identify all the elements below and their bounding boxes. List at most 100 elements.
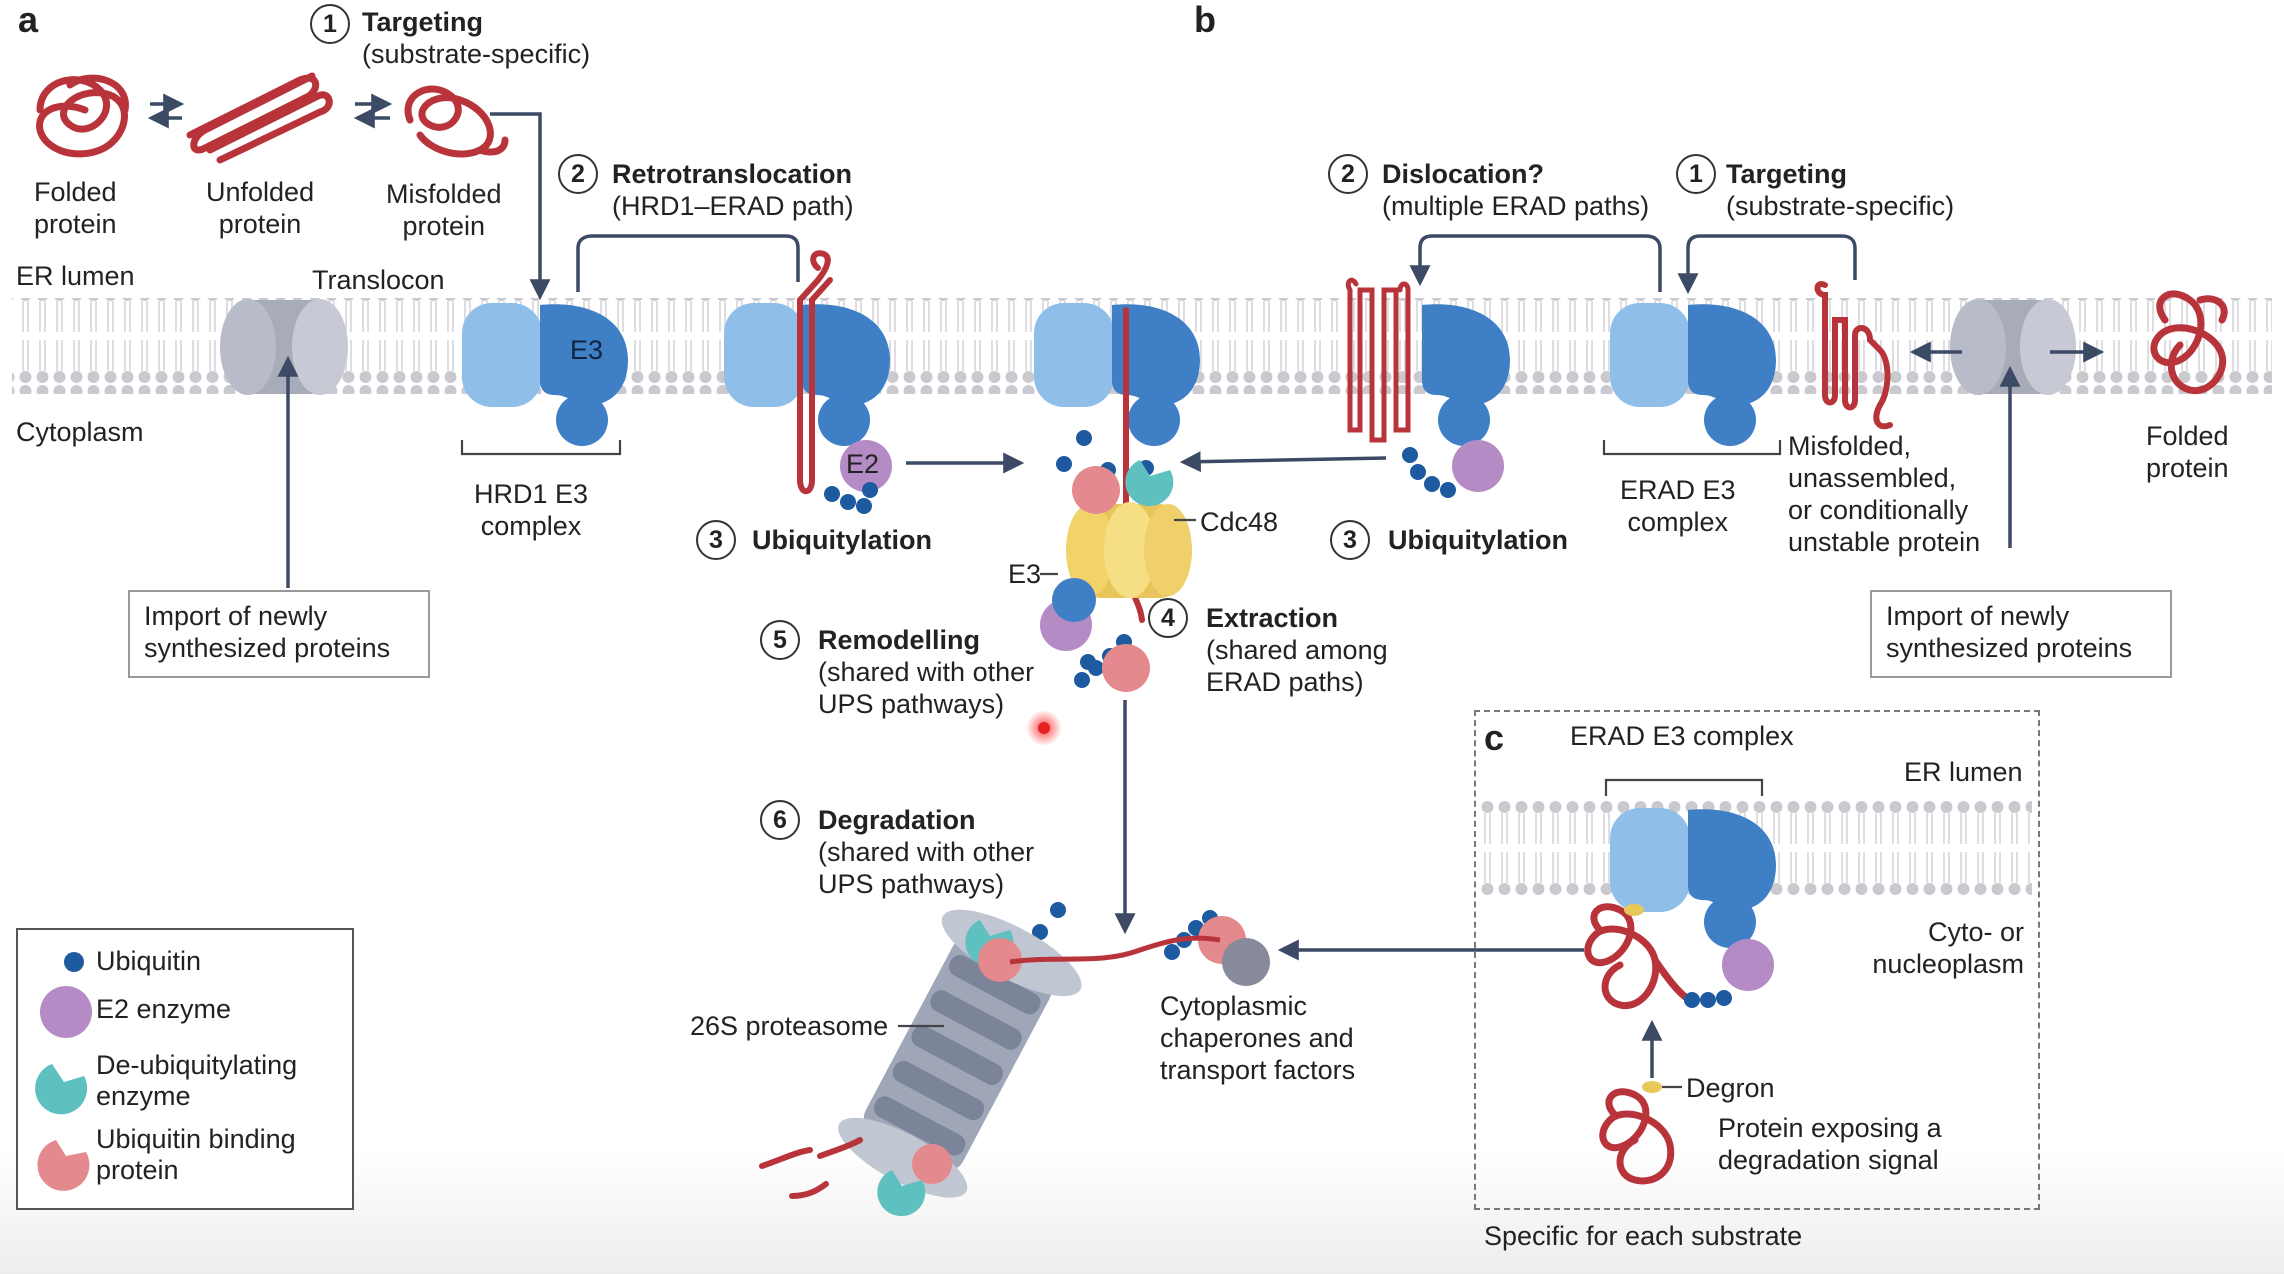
folded-protein-b	[2150, 290, 2228, 395]
extraction-title: Extraction	[1206, 603, 1339, 633]
degron-marker	[1642, 1081, 1662, 1093]
legend-e2: E2 enzyme	[96, 994, 232, 1024]
unfolded-protein-label: Unfolded protein	[206, 177, 315, 239]
import-label-b: Import of newly synthesized proteins	[1886, 601, 2133, 663]
remodelling-sub: (shared with other UPS pathways)	[818, 657, 1035, 719]
legend-ubiquitin: Ubiquitin	[96, 946, 202, 976]
e3-complex-b-left	[1422, 304, 1510, 446]
legend-ubiquitin-icon	[64, 952, 84, 972]
legend-ubp-icon	[37, 1140, 90, 1191]
arrow-retro-bracket	[576, 234, 800, 292]
chaperone-complex	[1198, 916, 1270, 986]
erad-complex-label-b: ERAD E3 complex	[1620, 475, 1736, 537]
panel-label-b: b	[1194, 0, 1216, 40]
erad-complex-label-c: ERAD E3 complex	[1570, 721, 1794, 751]
ubiquitin-chain-a	[824, 482, 878, 514]
legend-dub: De-ubiquitylating enzyme	[96, 1050, 298, 1111]
folded-protein-a	[36, 74, 129, 158]
misfolded-protein-label-a: Misfolded protein	[386, 179, 502, 241]
arrow-targeting-b	[1677, 234, 1857, 295]
e3-complex-c	[1610, 808, 1776, 948]
ubiquitin-chain-b	[1402, 447, 1456, 498]
remodelling-title: Remodelling	[818, 625, 981, 655]
arrow-ubiquitylation-b	[1179, 451, 1387, 473]
e3-complex-hrd1	[462, 303, 628, 446]
unfolded-protein-a	[186, 72, 333, 164]
legend: Ubiquitin E2 enzyme De-ubiquitylating en…	[16, 928, 354, 1210]
retro-sub: (HRD1–ERAD path)	[612, 191, 854, 221]
step-number-targeting-b: 1	[1676, 154, 1716, 194]
misfolded-protein-a	[404, 85, 509, 158]
ubiquitin-chain-c	[1684, 990, 1732, 1008]
step-number-ubiquitylation-b: 3	[1330, 520, 1370, 560]
chaperones-label: Cytoplasmic chaperones and transport fac…	[1160, 991, 1356, 1085]
specific-label: Specific for each substrate	[1484, 1221, 1803, 1251]
legend-e2-icon	[40, 986, 92, 1038]
ubp-center	[1072, 466, 1150, 692]
legend-dub-icon	[35, 1064, 88, 1115]
ubiquitylation-a-title: Ubiquitylation	[752, 525, 932, 555]
e3-center-label: E3	[1008, 559, 1042, 589]
cyto-label-c: Cyto- or nucleoplasm	[1872, 917, 2024, 979]
e3-small-center	[1052, 578, 1096, 622]
targeting-a-title: Targeting	[362, 7, 483, 37]
substrate-to-proteasome	[1009, 935, 1221, 965]
step-number-remodelling: 5	[760, 620, 800, 660]
dislocation-title: Dislocation?	[1382, 159, 1545, 189]
degron-marker-bound	[1624, 904, 1644, 916]
step-number-targeting-a: 1	[310, 4, 350, 44]
cytoplasm-label: Cytoplasm	[16, 417, 144, 447]
proteasome-label: 26S proteasome	[690, 1011, 889, 1041]
26s-proteasome	[838, 909, 1082, 1198]
e3-label-hrd1: E3	[570, 335, 604, 365]
step-number-ubiquitylation-a: 3	[696, 520, 736, 560]
dislocation-sub: (multiple ERAD paths)	[1382, 191, 1650, 221]
dub-proteasome-bottom	[877, 1170, 926, 1217]
step-number-extraction: 4	[1148, 598, 1188, 638]
arrow-dislocation-bracket	[1409, 234, 1662, 292]
er-lumen-label: ER lumen	[16, 261, 135, 291]
targeting-b-sub: (substrate-specific)	[1726, 191, 1955, 221]
dislocation-substrate	[1345, 277, 1411, 443]
step-number-degradation: 6	[760, 800, 800, 840]
panel-c-frame	[1474, 710, 2040, 1210]
translocon-right	[1950, 299, 2076, 395]
step-number-dislocation: 2	[1328, 154, 1368, 194]
hrd1-complex-label: HRD1 E3 complex	[474, 479, 589, 541]
ubiquitylation-b-title: Ubiquitylation	[1388, 525, 1568, 555]
legend-icons	[35, 952, 92, 1191]
translocon-left	[220, 299, 348, 395]
degradation-sub: (shared with other UPS pathways)	[818, 837, 1035, 899]
e2-enzyme-a	[840, 440, 892, 492]
peptide-fragments	[759, 1137, 863, 1199]
exposing-label: Protein exposing a degradation signal	[1718, 1113, 1942, 1175]
cdc48-label: Cdc48	[1200, 507, 1279, 537]
degradation-title: Degradation	[818, 805, 976, 835]
e2-enzyme-b	[1452, 440, 1504, 492]
bracket-erad-b	[1602, 440, 1782, 456]
ubp-proteasome	[978, 938, 1022, 982]
extraction-sub: (shared among ERAD paths)	[1206, 635, 1388, 697]
e2-label: E2	[846, 449, 880, 479]
panel-label-a: a	[18, 0, 39, 40]
e2-enzyme-c	[1722, 939, 1774, 991]
import-box-b: Import of newly synthesized proteins	[1870, 590, 2172, 678]
dub-center	[1125, 460, 1174, 507]
e3-complex-b-right	[1610, 303, 1776, 446]
step-number-retro: 2	[558, 154, 598, 194]
cdc48-hexamer	[1066, 502, 1192, 598]
folded-protein-label-a: Folded protein	[34, 177, 117, 239]
misfolded-b	[1814, 281, 1893, 430]
legend-ubp: Ubiquitin binding protein	[96, 1124, 296, 1185]
e3-complex-retro	[724, 303, 890, 446]
e3-complex-center	[1034, 303, 1200, 446]
translocon-label: Translocon	[312, 265, 445, 295]
retro-title: Retrotranslocation	[612, 159, 853, 189]
degron-label: Degron	[1686, 1073, 1775, 1103]
bracket-erad-c	[1604, 778, 1764, 796]
arrow-targeting-a	[490, 112, 551, 301]
targeting-b-title: Targeting	[1726, 159, 1847, 189]
retrotranslocating-substrate	[797, 250, 833, 495]
